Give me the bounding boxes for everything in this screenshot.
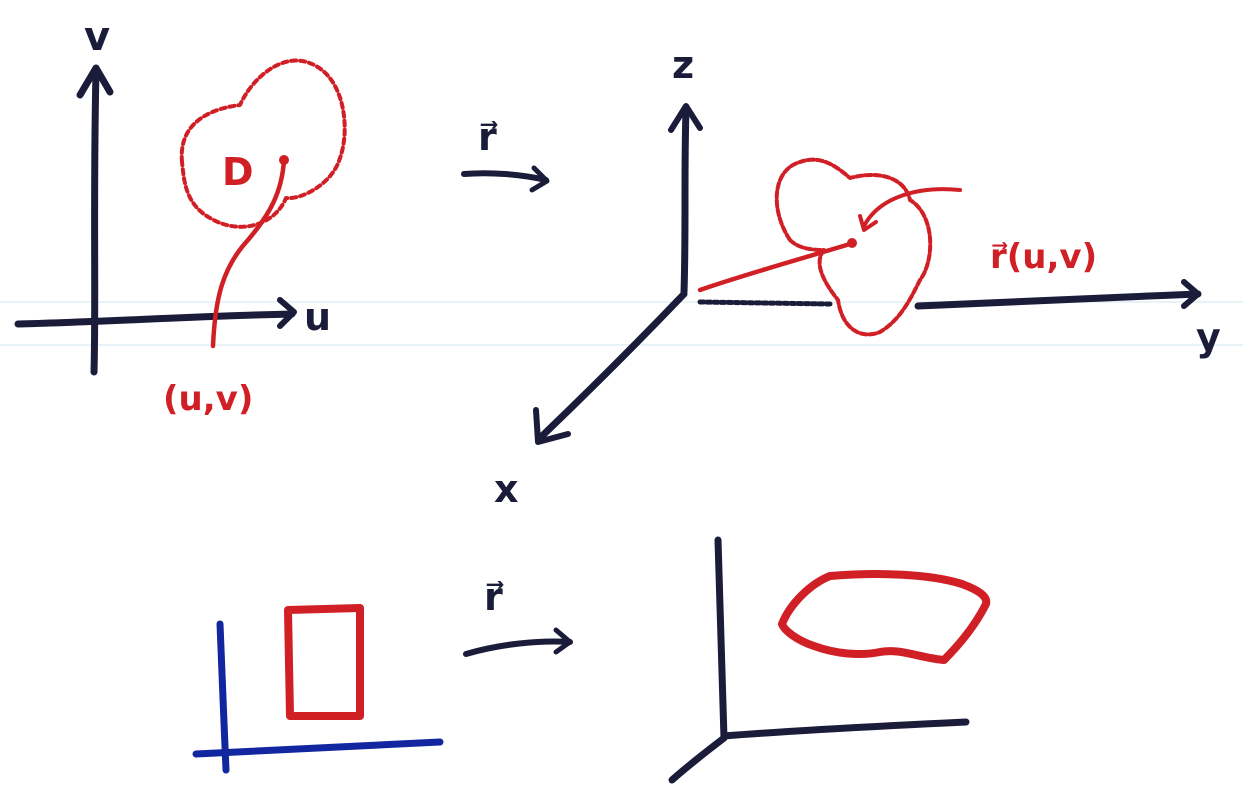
x-axis-arrowhead bbox=[533, 407, 571, 445]
y-axis-hidden-part bbox=[697, 299, 833, 307]
uv-plane-plot bbox=[14, 58, 347, 376]
point-dot-uv bbox=[279, 155, 289, 165]
uv-point-label: (u,v) bbox=[163, 379, 253, 419]
x-axis-label: x bbox=[494, 467, 519, 511]
point-pointer-curve bbox=[210, 157, 287, 349]
top-mapping-arrow bbox=[461, 165, 550, 193]
position-vector bbox=[697, 241, 853, 293]
z-axis-arrowhead bbox=[668, 103, 703, 133]
top-mapping-label: r⃗ bbox=[478, 115, 499, 159]
v-axis-label: v bbox=[84, 14, 110, 60]
vertical-axis-blue bbox=[216, 620, 230, 774]
surface-point-label: r⃗(u,v) bbox=[990, 237, 1097, 277]
point-dot-surface bbox=[847, 238, 857, 248]
depth-axis-dark bbox=[668, 734, 728, 784]
horizontal-axis-dark bbox=[720, 718, 970, 740]
v-axis-arrowhead bbox=[76, 64, 114, 99]
bottom-mapping-label: r⃗ bbox=[484, 575, 505, 619]
label-pointer-head bbox=[858, 214, 878, 232]
mapping-arrow-shaft bbox=[461, 170, 549, 183]
label-pointer-curve bbox=[862, 187, 962, 228]
z-axis-label: z bbox=[672, 43, 694, 87]
bottom-mapping-arrow bbox=[463, 627, 573, 657]
y-axis-label: y bbox=[1196, 315, 1221, 359]
v-axis bbox=[90, 68, 100, 376]
u-axis bbox=[14, 310, 296, 328]
z-axis bbox=[680, 106, 690, 296]
u-axis-label: u bbox=[304, 295, 331, 339]
vertical-axis-dark bbox=[714, 536, 728, 742]
xyz-space-plot bbox=[533, 103, 1202, 445]
rectangle-domain-plot bbox=[192, 604, 444, 774]
y-axis bbox=[914, 290, 1202, 310]
u-axis-arrowhead bbox=[277, 297, 297, 329]
mapping-arrow-head bbox=[553, 627, 573, 655]
curved-surface-plot bbox=[668, 536, 991, 784]
horizontal-axis-blue bbox=[192, 738, 444, 758]
surface-patch-boundary bbox=[774, 157, 933, 337]
mapping-arrow-shaft bbox=[463, 638, 573, 657]
region-d-label: D bbox=[222, 150, 254, 194]
curved-surface-patch bbox=[778, 570, 991, 664]
y-axis-arrowhead bbox=[1181, 279, 1201, 309]
mapping-arrow-head bbox=[529, 165, 550, 193]
rectangle-domain bbox=[284, 604, 364, 720]
region-d-boundary bbox=[179, 58, 347, 229]
x-axis bbox=[536, 290, 688, 442]
